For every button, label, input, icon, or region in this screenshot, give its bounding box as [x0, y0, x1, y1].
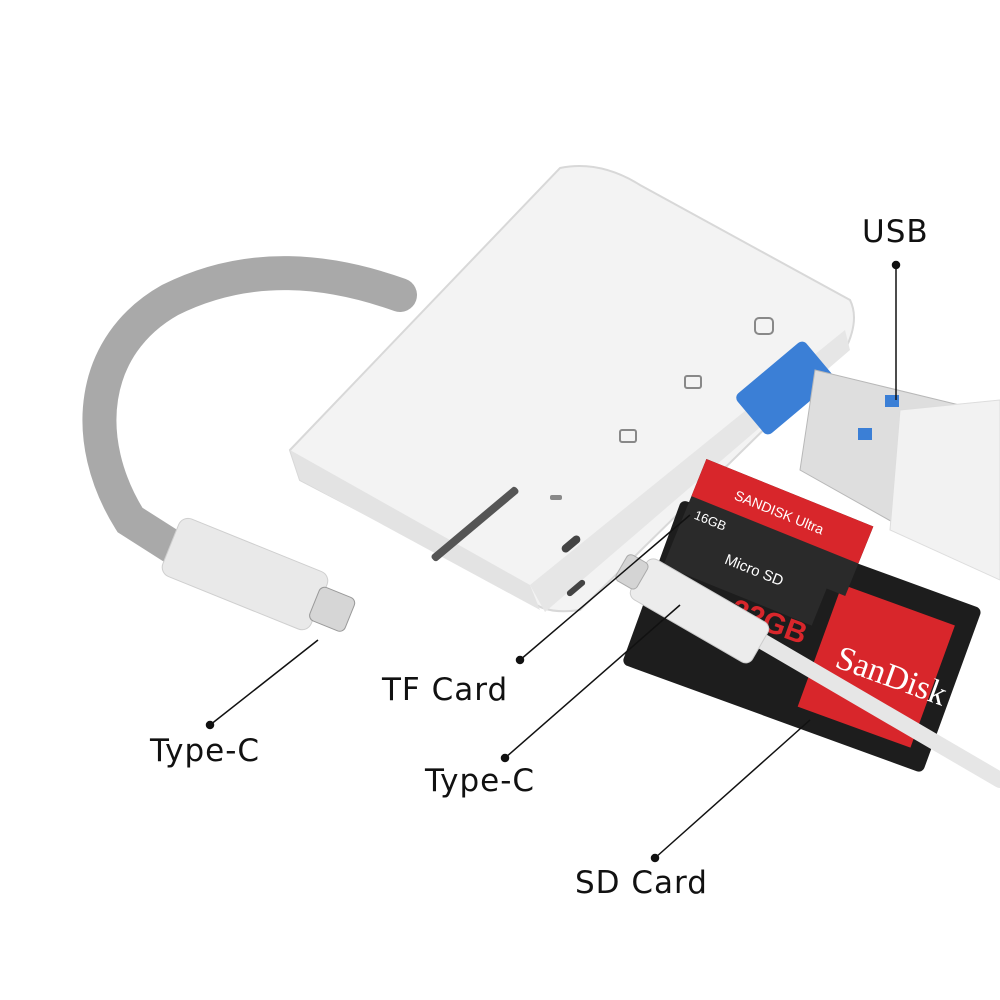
adapter-body [288, 165, 855, 613]
type-c-port [561, 535, 581, 553]
tf-slot [566, 579, 586, 597]
type-c-port-icon [550, 495, 562, 500]
label-sd-card: SD Card [575, 865, 708, 901]
label-type-c-left: Type-C [150, 733, 261, 769]
usb-plug [799, 369, 1000, 581]
type-c-plug-left [161, 517, 356, 632]
type-c-plug-center [615, 554, 1000, 788]
sd-slot-icon [684, 375, 702, 389]
callout-lines [205, 260, 901, 863]
label-usb: USB [862, 214, 929, 250]
label-type-c-center: Type-C [425, 763, 536, 799]
sd-slot [431, 486, 519, 562]
usb-port [736, 341, 834, 435]
adapter-cable [82, 256, 417, 572]
camera-icon [754, 317, 774, 335]
label-tf-card: TF Card [382, 672, 509, 708]
tf-slot-icon [619, 429, 637, 443]
